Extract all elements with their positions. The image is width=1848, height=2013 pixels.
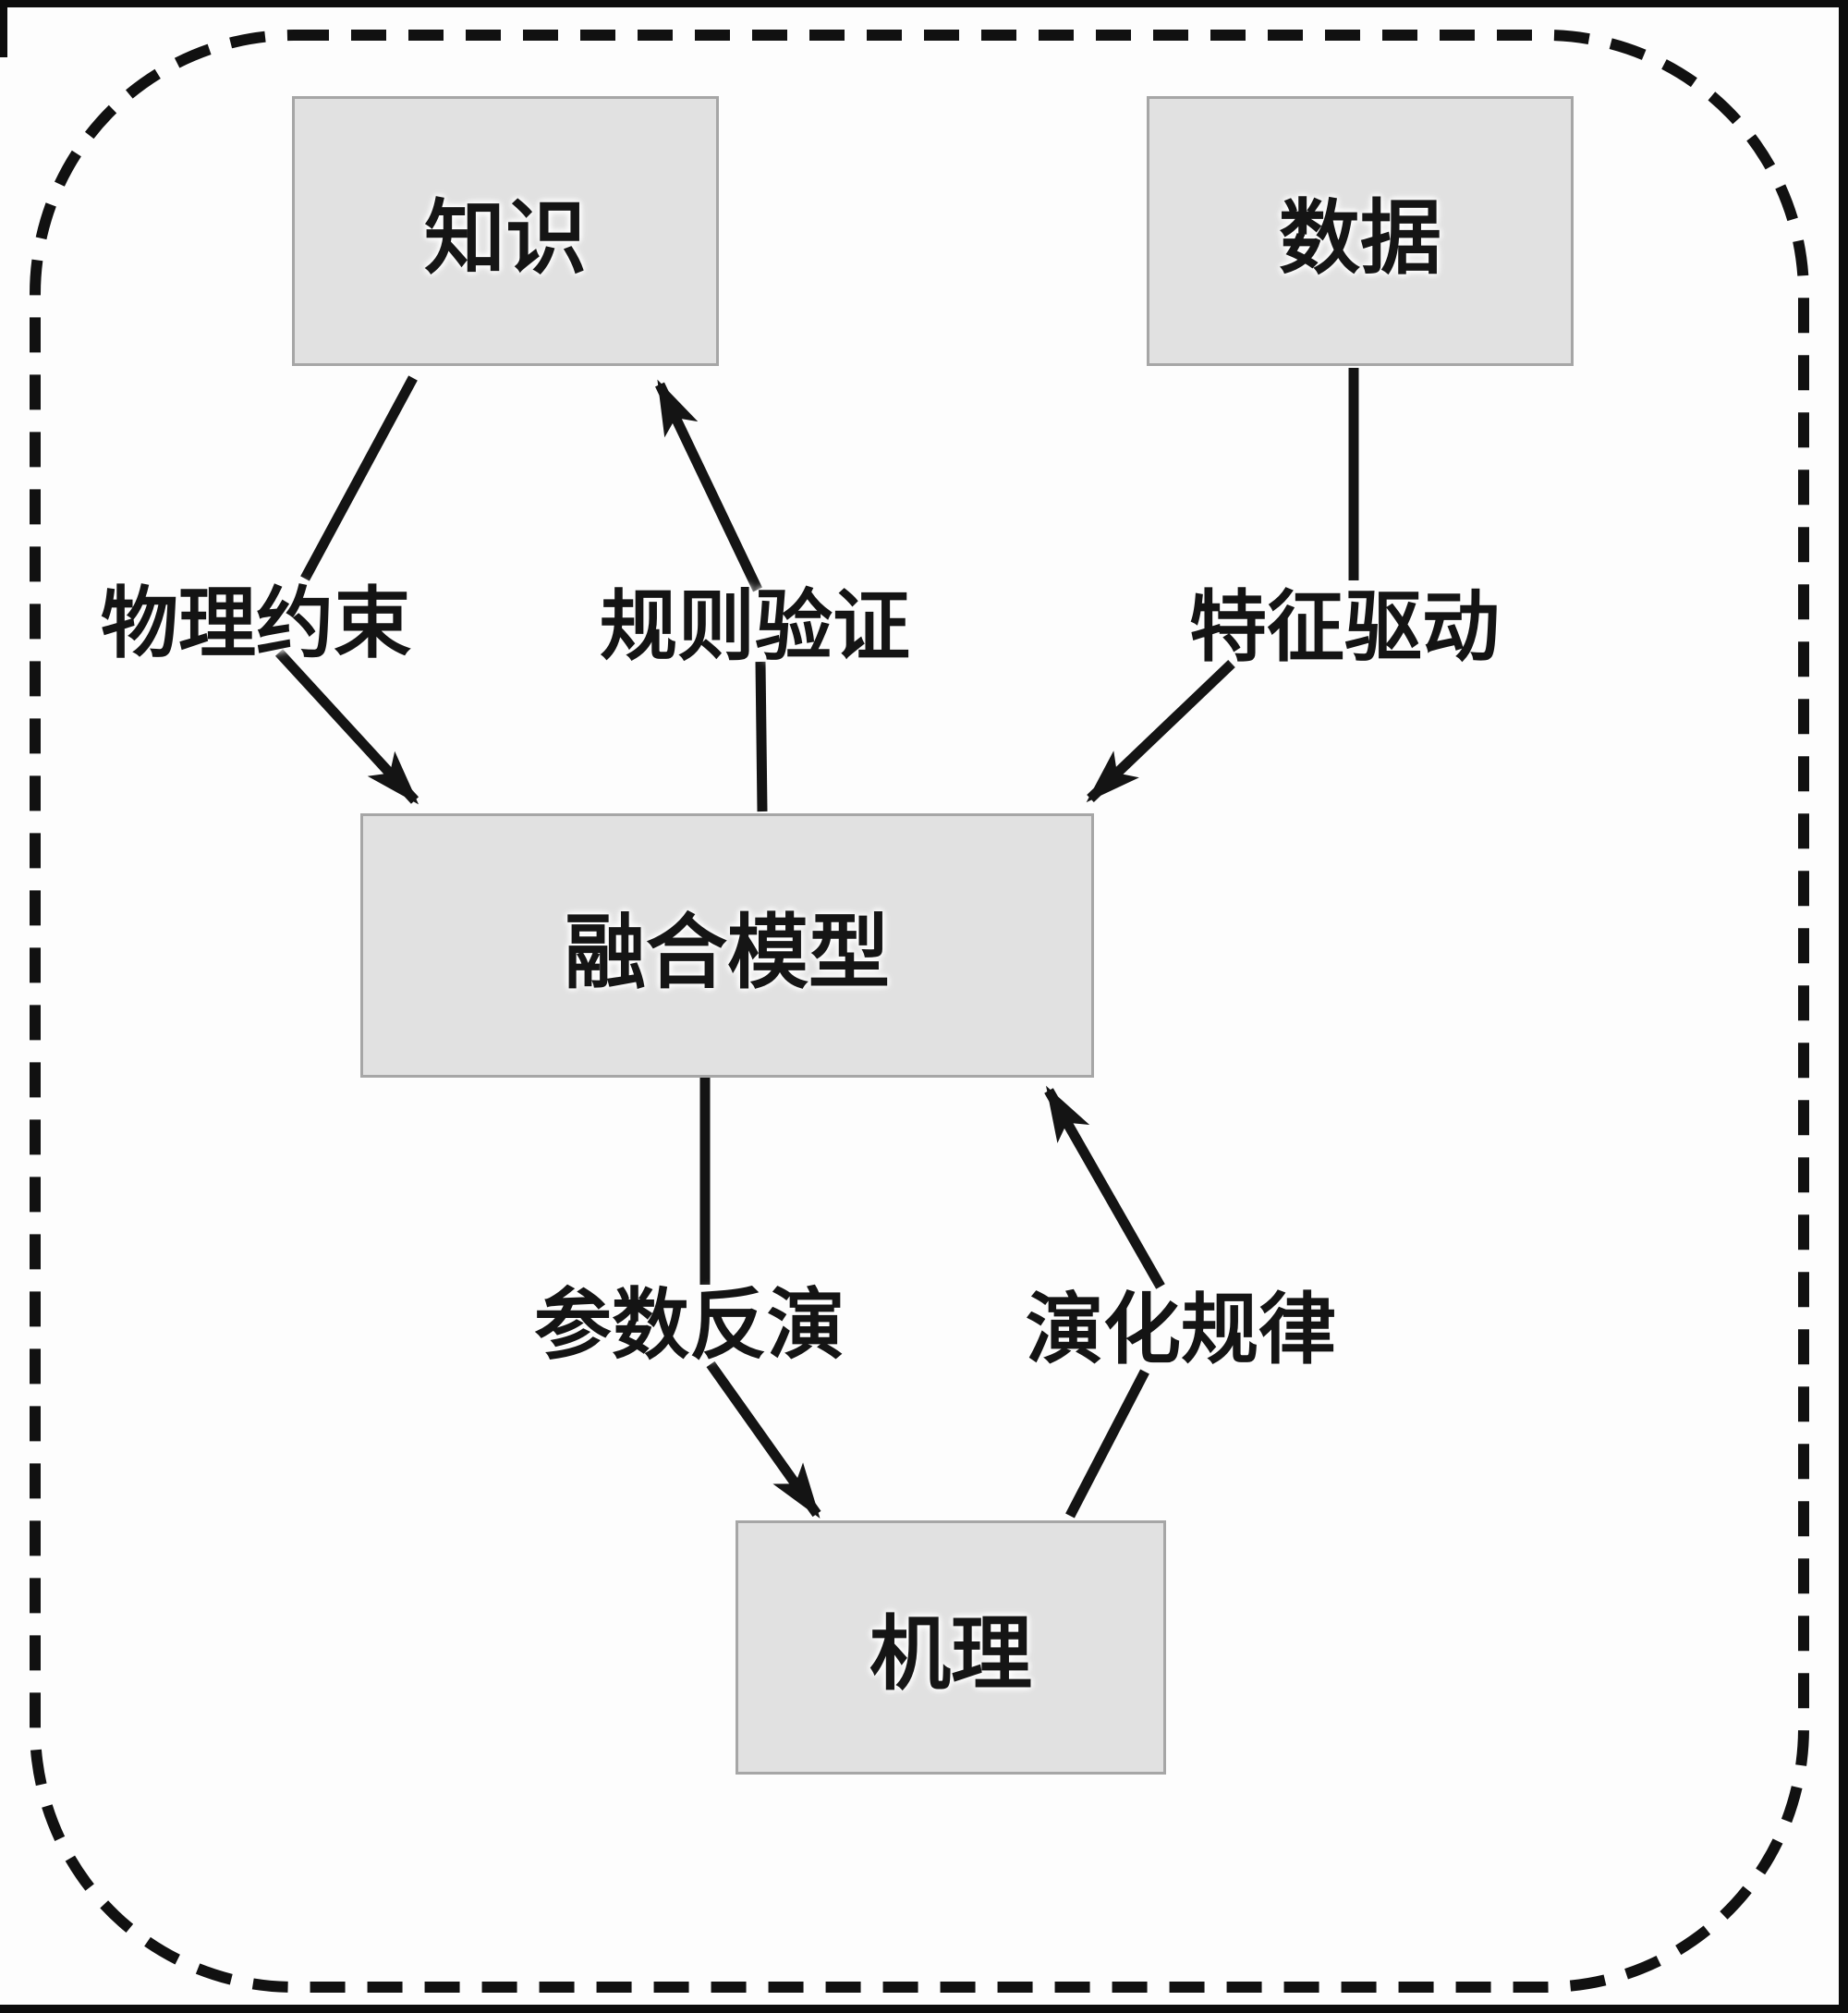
frame-edge-right bbox=[1839, 0, 1848, 2013]
edge-label-rule-verification: 规则验证 bbox=[599, 582, 911, 670]
frame-edge-bottom bbox=[0, 2005, 1848, 2013]
arrow-physical-constraints bbox=[274, 375, 419, 805]
node-fusion-model: 融合模型 bbox=[360, 813, 1094, 1078]
arrow-parameter-inversion bbox=[699, 1078, 821, 1519]
node-knowledge: 知识 bbox=[292, 96, 719, 366]
node-mechanism-label: 机理 bbox=[869, 1608, 1032, 1700]
edge-label-physical-constraints: 物理约束 bbox=[100, 580, 412, 667]
dashed-boundary bbox=[30, 30, 1809, 1993]
node-mechanism: 机理 bbox=[736, 1520, 1166, 1775]
arrow-rule-verification bbox=[655, 379, 768, 812]
edge-label-parameter-inversion: 参数反演 bbox=[533, 1281, 845, 1369]
edge-label-evolution-law: 演化规律 bbox=[1025, 1286, 1337, 1373]
node-data-label: 数据 bbox=[1278, 191, 1441, 284]
node-data: 数据 bbox=[1147, 96, 1574, 366]
frame-edge-top bbox=[0, 0, 1848, 7]
node-fusion-model-label: 融合模型 bbox=[564, 906, 890, 998]
frame-edge-left bbox=[0, 0, 7, 57]
node-knowledge-label: 知识 bbox=[423, 191, 587, 284]
arrow-evolution-law bbox=[1044, 1085, 1165, 1519]
edge-label-feature-driven: 特征驱动 bbox=[1188, 583, 1501, 671]
arrow-feature-driven bbox=[1086, 368, 1359, 803]
